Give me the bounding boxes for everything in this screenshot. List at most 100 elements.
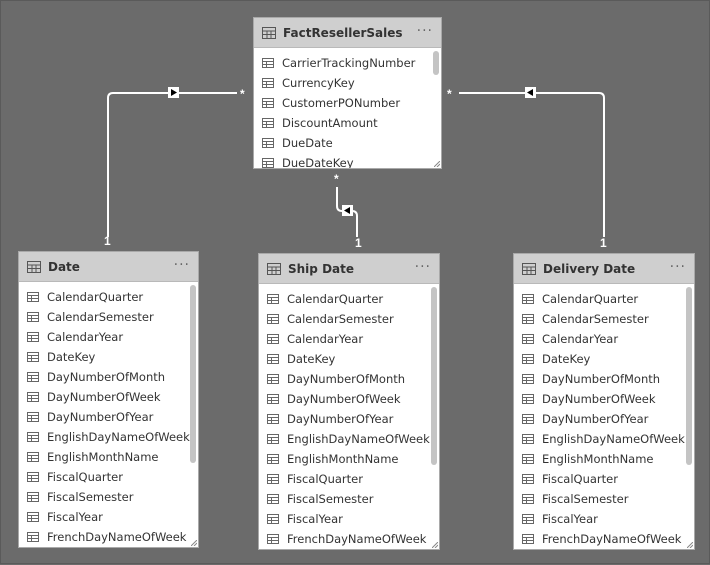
field-row[interactable]: FiscalSemester	[514, 489, 694, 509]
scrollbar-thumb[interactable]	[431, 287, 437, 465]
table-header[interactable]: FactResellerSales ···	[254, 18, 441, 48]
field-row[interactable]: DayNumberOfMonth	[514, 369, 694, 389]
field-row[interactable]: EnglishDayNameOfWeek	[514, 429, 694, 449]
field-row[interactable]: DateKey	[19, 347, 198, 367]
field-row[interactable]: FrenchDayNameOfWeek	[259, 529, 439, 549]
field-row[interactable]: DayNumberOfMonth	[259, 369, 439, 389]
resize-handle-icon[interactable]	[432, 542, 438, 548]
field-row[interactable]: EnglishMonthName	[259, 449, 439, 469]
column-icon	[522, 454, 534, 464]
column-icon	[27, 492, 39, 502]
field-row[interactable]: CustomerPONumber	[254, 93, 441, 113]
field-row[interactable]: CalendarYear	[19, 327, 198, 347]
field-name: CalendarSemester	[47, 310, 154, 324]
more-options-icon[interactable]: ···	[414, 259, 431, 275]
table-card-factresellersales[interactable]: FactResellerSales ··· CarrierTrackingNum…	[253, 17, 442, 169]
scrollbar-thumb[interactable]	[433, 51, 439, 75]
more-options-icon[interactable]: ···	[173, 257, 190, 273]
column-icon	[267, 534, 279, 544]
column-icon	[267, 514, 279, 524]
column-icon	[267, 354, 279, 364]
field-row[interactable]: FiscalSemester	[19, 487, 198, 507]
column-icon	[522, 474, 534, 484]
resize-handle-icon[interactable]	[434, 161, 440, 167]
relationship-delivery-arrow-icon	[527, 89, 533, 96]
scrollbar-thumb[interactable]	[686, 287, 692, 465]
field-row[interactable]: EnglishDayNameOfWeek	[19, 427, 198, 447]
field-row[interactable]: FiscalSemester	[259, 489, 439, 509]
field-name: FiscalQuarter	[47, 470, 123, 484]
field-name: EnglishDayNameOfWeek	[47, 430, 190, 444]
field-row[interactable]: DiscountAmount	[254, 113, 441, 133]
more-options-icon[interactable]: ···	[416, 23, 433, 39]
relationship-date-line[interactable]	[107, 92, 237, 237]
field-row[interactable]: CalendarSemester	[19, 307, 198, 327]
field-name: FrenchDayNameOfWeek	[47, 530, 187, 544]
table-header[interactable]: Ship Date ···	[259, 254, 439, 284]
resize-handle-icon[interactable]	[191, 540, 197, 546]
field-row[interactable]: DayNumberOfYear	[514, 409, 694, 429]
field-name: DayNumberOfMonth	[47, 370, 166, 384]
table-header[interactable]: Delivery Date ···	[514, 254, 694, 284]
field-row[interactable]: FiscalYear	[259, 509, 439, 529]
column-icon	[27, 312, 39, 322]
field-row[interactable]: CurrencyKey	[254, 73, 441, 93]
field-row[interactable]: CalendarQuarter	[259, 289, 439, 309]
field-row[interactable]: EnglishDayNameOfWeek	[259, 429, 439, 449]
field-row[interactable]: FrenchDayNameOfWeek	[19, 527, 198, 547]
field-row[interactable]: CalendarYear	[259, 329, 439, 349]
field-row[interactable]: CalendarSemester	[259, 309, 439, 329]
field-row[interactable]: CarrierTrackingNumber	[254, 53, 441, 73]
more-options-icon[interactable]: ···	[669, 259, 686, 275]
scrollbar-thumb[interactable]	[190, 285, 196, 463]
field-row[interactable]: FiscalQuarter	[259, 469, 439, 489]
field-row[interactable]: FiscalQuarter	[514, 469, 694, 489]
cardinality-many-date: *	[240, 87, 245, 101]
column-icon	[522, 414, 534, 424]
field-row[interactable]: CalendarQuarter	[19, 287, 198, 307]
field-row[interactable]: FiscalYear	[514, 509, 694, 529]
field-row[interactable]: DayNumberOfWeek	[19, 387, 198, 407]
field-row[interactable]: DueDateKey	[254, 153, 441, 168]
field-row[interactable]: DateKey	[514, 349, 694, 369]
field-row[interactable]: FiscalYear	[19, 507, 198, 527]
field-row[interactable]: DueDate	[254, 133, 441, 153]
field-row[interactable]: EnglishMonthName	[514, 449, 694, 469]
field-row[interactable]: CalendarQuarter	[514, 289, 694, 309]
relationship-delivery-line[interactable]	[459, 92, 605, 237]
field-row[interactable]: FiscalQuarter	[19, 467, 198, 487]
column-icon	[522, 334, 534, 344]
field-row[interactable]: DayNumberOfWeek	[514, 389, 694, 409]
field-name: CalendarYear	[47, 330, 124, 344]
column-icon	[267, 394, 279, 404]
field-row[interactable]: DayNumberOfYear	[259, 409, 439, 429]
field-row[interactable]: CalendarSemester	[514, 309, 694, 329]
field-row[interactable]: DayNumberOfMonth	[19, 367, 198, 387]
table-header[interactable]: Date ···	[19, 252, 198, 282]
field-row[interactable]: DayNumberOfYear	[19, 407, 198, 427]
field-row[interactable]: CalendarYear	[514, 329, 694, 349]
column-icon	[27, 372, 39, 382]
field-name: FiscalQuarter	[542, 472, 618, 486]
relationship-ship-arrow-icon	[344, 207, 350, 214]
field-row[interactable]: DateKey	[259, 349, 439, 369]
table-icon	[27, 260, 41, 273]
resize-handle-icon[interactable]	[687, 542, 693, 548]
column-icon	[27, 512, 39, 522]
field-name: DayNumberOfYear	[287, 412, 394, 426]
column-icon	[27, 392, 39, 402]
field-row[interactable]: FrenchDayNameOfWeek	[514, 529, 694, 549]
column-icon	[522, 354, 534, 364]
field-row[interactable]: EnglishMonthName	[19, 447, 198, 467]
field-row[interactable]: DayNumberOfWeek	[259, 389, 439, 409]
field-name: DiscountAmount	[282, 116, 378, 130]
column-icon	[27, 472, 39, 482]
